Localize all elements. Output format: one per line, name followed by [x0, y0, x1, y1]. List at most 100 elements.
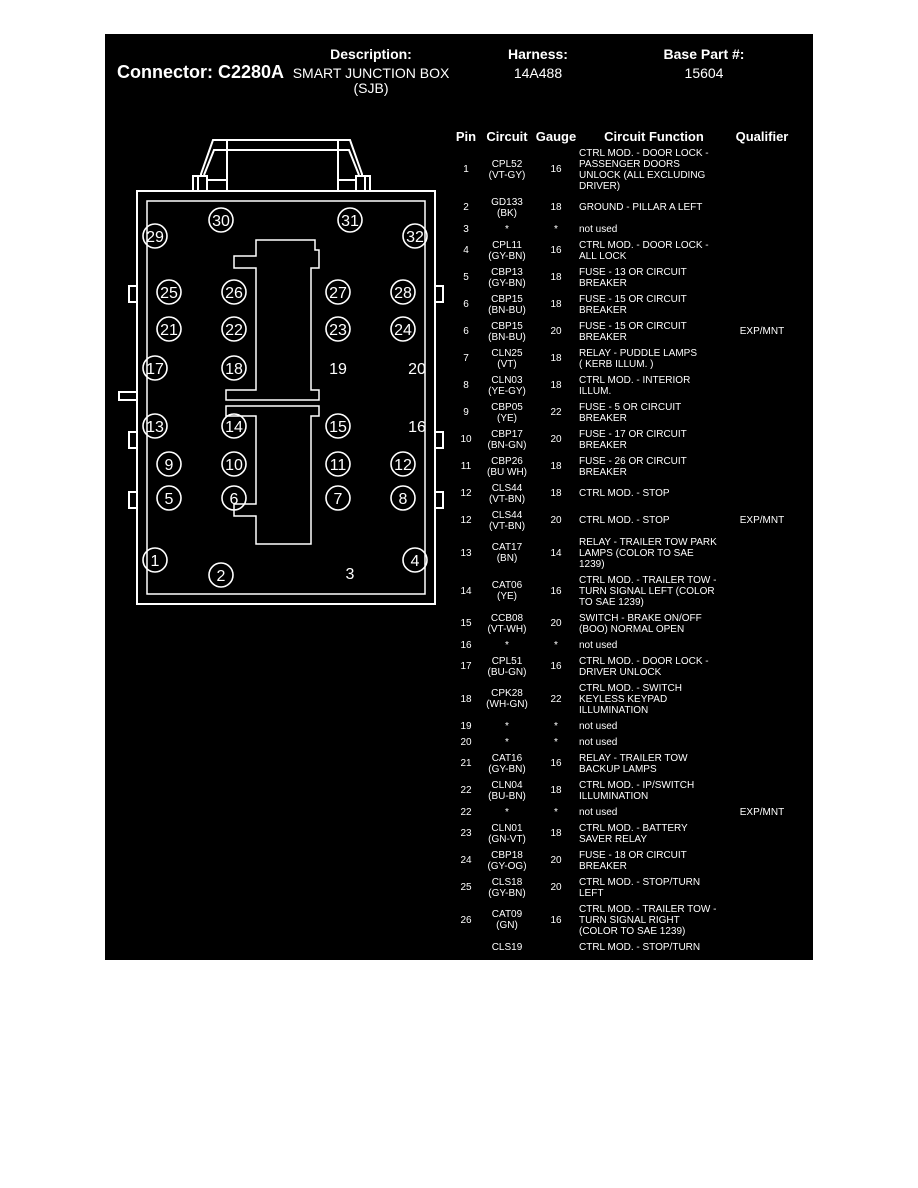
pin-label: 23: [329, 322, 347, 339]
circuit-function-line: UNLOCK (ALL EXCLUDING: [579, 169, 706, 181]
circuit-function-line: CTRL MOD. - STOP/TURN: [579, 941, 701, 953]
circuit-code: CLN03: [491, 374, 523, 386]
circuit-function-line: FUSE - 18 OR CIRCUIT: [579, 849, 687, 861]
pin-number: 14: [460, 585, 472, 597]
wire-color: (GY-OG): [487, 860, 527, 872]
pin-label: 14: [225, 419, 243, 436]
pin-number: 7: [463, 353, 469, 364]
wire-color: (GY-BN): [488, 763, 526, 775]
circuit-function-line: LAMPS (COLOR TO SAE: [579, 547, 694, 559]
pin-number: 13: [460, 547, 472, 559]
qualifier-cell: [729, 572, 795, 610]
circuit-code: CAT17: [491, 542, 523, 553]
qualifier-cell: [729, 426, 795, 453]
pin-label: 21: [160, 322, 178, 339]
pin-circle: [325, 485, 351, 511]
circuit-function-line: not used: [579, 736, 618, 748]
wire-color: (VT-BN): [488, 520, 526, 532]
pin-label: 17: [146, 361, 164, 378]
circuit-cell: CPK28(WH-GN): [481, 680, 533, 718]
pin-circle: [156, 279, 182, 305]
circuit-code: CAT06: [491, 580, 523, 591]
circuit-function-cell: SWITCH - BRAKE ON/OFF(BOO) NORMAL OPEN: [579, 610, 729, 637]
description-label: Description:: [330, 46, 412, 62]
gauge-cell: 16: [550, 585, 562, 597]
circuit-function-line: BREAKER: [579, 439, 627, 451]
pin-label: 13: [146, 419, 164, 436]
qualifier-cell: [729, 610, 795, 637]
pin-label: 28: [394, 285, 412, 302]
circuit-code: CLN25: [491, 347, 523, 359]
circuit-function-line: (BOO) NORMAL OPEN: [579, 623, 685, 635]
circuit-function-line: CTRL MOD. - TRAILER TOW -: [579, 574, 717, 586]
pin-label: 22: [225, 322, 243, 339]
pin-circle: [156, 316, 182, 342]
circuit-function-line: not used: [579, 720, 618, 732]
harness-value: 14A488: [513, 65, 563, 81]
gauge-cell: 18: [550, 299, 562, 310]
pin-circle: [390, 451, 416, 477]
circuit-function-line: CTRL MOD. - IP/SWITCH: [579, 779, 695, 791]
circuit-code: CBP13: [491, 266, 523, 278]
wire-color: (GN-VT): [488, 833, 526, 845]
qualifier-cell: [729, 939, 795, 955]
circuit-code: CAT16: [491, 752, 523, 764]
wire-color: (BN-GN): [487, 439, 527, 451]
gauge-cell: 16: [550, 245, 562, 256]
pin-number: 12: [460, 488, 472, 499]
circuit-code: CLN04: [491, 779, 523, 791]
pin-number: 2: [463, 202, 469, 213]
pin-label: 11: [330, 457, 347, 474]
qualifier-cell: [729, 480, 795, 507]
qualifier-cell: [729, 194, 795, 221]
pin-number: 24: [460, 855, 472, 866]
circuit-function-line: RELAY - TRAILER TOW PARK: [579, 536, 717, 548]
pin-number: 10: [460, 434, 472, 445]
qualifier-cell: [729, 237, 795, 264]
pin-number: 3: [463, 223, 469, 235]
pin-circle: [221, 355, 247, 381]
pin-circle: [156, 451, 182, 477]
circuit-function-line: CTRL MOD. - STOP/TURN: [579, 876, 701, 888]
circuit-function-cell: CTRL MOD. - STOP: [579, 507, 729, 534]
gauge-cell: 16: [550, 661, 562, 672]
connector-label: Connector: C2280A: [117, 62, 285, 82]
circuit-cell: CLS44(VT-BN): [481, 507, 533, 534]
qualifier-cell: [729, 399, 795, 426]
circuit-function-line: DRIVER UNLOCK: [579, 666, 662, 678]
pin-number: 8: [463, 380, 469, 391]
wire-color: (BU-GN): [487, 666, 527, 678]
qualifier-cell: EXP/MNT: [739, 326, 785, 337]
gauge-cell: 18: [550, 380, 562, 391]
pin-number: 21: [460, 758, 472, 769]
pin-label: 4: [411, 553, 420, 570]
qualifier-cell: [729, 264, 795, 291]
circuit-function-line: FUSE - 15 OR CIRCUIT: [579, 320, 687, 332]
gauge-cell: *: [554, 720, 558, 732]
circuit-function-cell: not used: [579, 637, 729, 653]
pin-number: 4: [463, 245, 469, 256]
pin-label: 6: [230, 491, 239, 508]
circuit-code: CLS44: [491, 509, 523, 521]
gauge-cell: 14: [550, 547, 562, 559]
description-line-1: SMART JUNCTION BOX: [292, 65, 450, 81]
circuit-code: GD133: [491, 196, 523, 208]
circuit-function-line: DRIVER): [579, 180, 621, 192]
